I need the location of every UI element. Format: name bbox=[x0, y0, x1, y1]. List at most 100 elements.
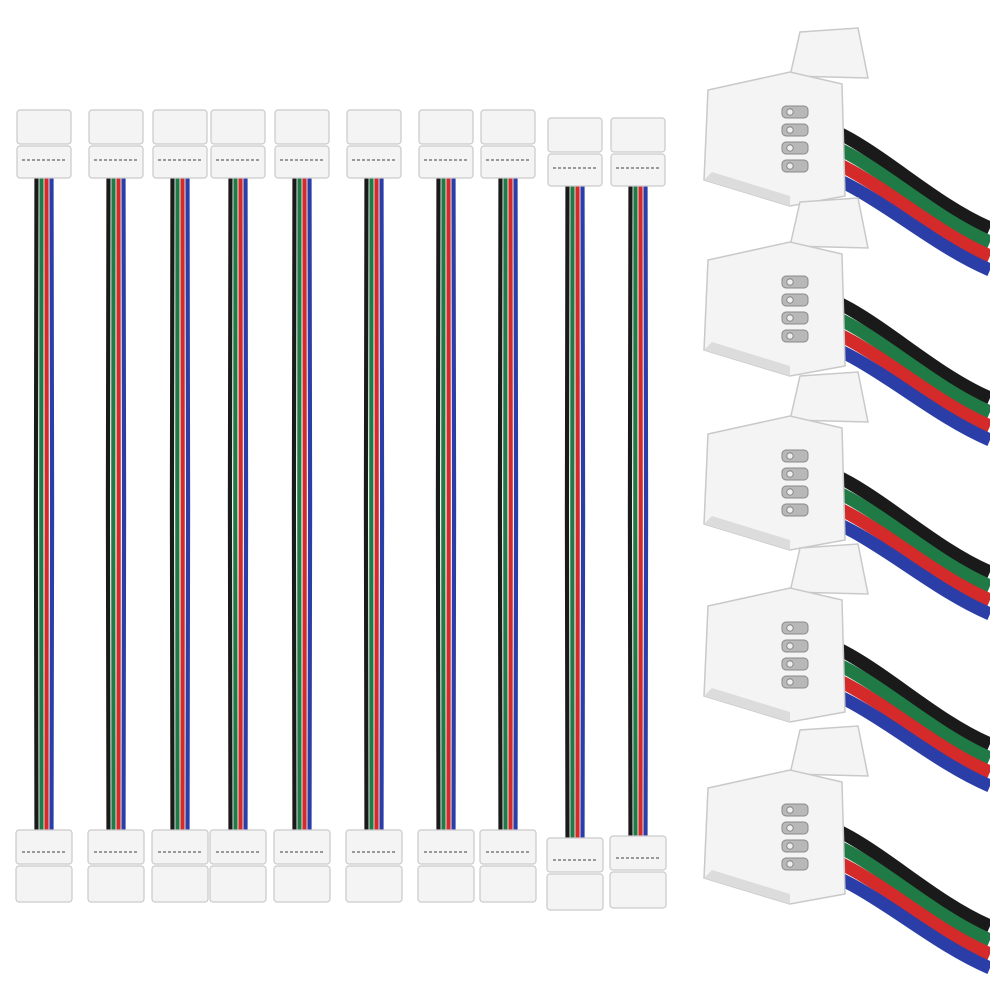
connector-pin bbox=[781, 123, 809, 137]
wire-strand bbox=[435, 177, 441, 833]
pin-contact bbox=[786, 108, 794, 116]
connector-housing bbox=[274, 109, 330, 145]
connector-housing-edge bbox=[704, 516, 790, 550]
connector-housing bbox=[16, 145, 72, 179]
straight-connector-cable bbox=[609, 117, 667, 909]
pin-contact bbox=[786, 488, 794, 496]
connector-pin bbox=[781, 275, 809, 289]
wire-strand bbox=[643, 185, 649, 839]
connector-housing bbox=[274, 145, 330, 179]
connector-housing bbox=[87, 829, 145, 865]
closeup-connector bbox=[703, 197, 990, 446]
connector-housing-edge bbox=[704, 870, 790, 904]
connector-housing bbox=[210, 109, 266, 145]
connector-housing bbox=[479, 829, 537, 865]
connector-housing bbox=[609, 871, 667, 909]
pin-contact bbox=[786, 126, 794, 134]
connector-latch bbox=[789, 543, 869, 595]
connector-pin bbox=[781, 821, 809, 835]
connector-housing bbox=[87, 865, 145, 903]
connector-housing bbox=[546, 873, 604, 911]
straight-connector-cable bbox=[417, 109, 475, 903]
closeup-connector bbox=[703, 725, 990, 974]
closeup-connector-group bbox=[703, 27, 990, 974]
wire-strand bbox=[227, 177, 233, 833]
connector-pin bbox=[781, 105, 809, 119]
connector-housing-edge bbox=[704, 342, 790, 376]
pin-contact bbox=[786, 660, 794, 668]
closeup-connector bbox=[703, 27, 990, 276]
wire-strand bbox=[243, 177, 249, 833]
connector-housing bbox=[210, 145, 266, 179]
connector-latch bbox=[789, 197, 869, 249]
connector-pin bbox=[781, 141, 809, 155]
connector-housing bbox=[610, 117, 666, 153]
connector-housing bbox=[16, 109, 72, 145]
pin-contact bbox=[786, 806, 794, 814]
connector-housing bbox=[152, 145, 208, 179]
connector-pin bbox=[781, 485, 809, 499]
wire-strand bbox=[169, 177, 175, 833]
connector-housing bbox=[273, 865, 331, 903]
connector-housing bbox=[151, 865, 209, 903]
wire-strand bbox=[451, 177, 457, 833]
connector-housing bbox=[479, 865, 537, 903]
connector-housing bbox=[547, 153, 603, 187]
straight-connector-cable bbox=[479, 109, 537, 903]
pin-contact bbox=[786, 824, 794, 832]
wire-strand bbox=[307, 177, 313, 833]
connector-pin bbox=[781, 449, 809, 463]
connector-housing bbox=[609, 835, 667, 871]
wire-strand bbox=[379, 177, 385, 833]
connector-housing bbox=[209, 829, 267, 865]
pin-contact bbox=[786, 642, 794, 650]
connector-housing bbox=[273, 829, 331, 865]
connector-pin bbox=[781, 329, 809, 343]
pin-contact bbox=[786, 296, 794, 304]
connector-pin bbox=[781, 839, 809, 853]
connector-pin bbox=[781, 675, 809, 689]
connector-housing bbox=[546, 837, 604, 873]
wire-strand bbox=[291, 177, 297, 833]
wire-strand bbox=[105, 177, 111, 833]
connector-pin bbox=[781, 857, 809, 871]
connector-housing-edge bbox=[704, 172, 790, 206]
connector-pin bbox=[781, 311, 809, 325]
pin-contact bbox=[786, 162, 794, 170]
wire-strand bbox=[627, 185, 633, 839]
connector-housing bbox=[346, 145, 402, 179]
connector-pin bbox=[781, 657, 809, 671]
straight-connector-group bbox=[15, 109, 667, 911]
pin-contact bbox=[786, 624, 794, 632]
pin-contact bbox=[786, 332, 794, 340]
closeup-connector bbox=[703, 543, 990, 792]
connector-housing bbox=[345, 865, 403, 903]
pin-contact bbox=[786, 506, 794, 514]
connector-housing bbox=[345, 829, 403, 865]
connector-pin bbox=[781, 467, 809, 481]
connector-housing bbox=[417, 829, 475, 865]
connector-housing-edge bbox=[704, 688, 790, 722]
straight-connector-cable bbox=[345, 109, 403, 903]
connector-housing bbox=[480, 145, 536, 179]
connector-pin bbox=[781, 293, 809, 307]
pin-contact bbox=[786, 842, 794, 850]
connector-pin bbox=[781, 159, 809, 173]
wire-strand bbox=[363, 177, 369, 833]
pin-contact bbox=[786, 452, 794, 460]
connector-latch bbox=[789, 27, 869, 79]
pin-contact bbox=[786, 860, 794, 868]
closeup-connector bbox=[703, 371, 990, 620]
straight-connector-cable bbox=[15, 109, 73, 903]
connector-housing bbox=[209, 865, 267, 903]
connector-housing bbox=[418, 109, 474, 145]
pin-contact bbox=[786, 144, 794, 152]
straight-connector-cable bbox=[209, 109, 267, 903]
connector-housing bbox=[152, 109, 208, 145]
wire-strand bbox=[49, 177, 55, 833]
connector-housing bbox=[15, 865, 73, 903]
wire-strand bbox=[121, 177, 127, 833]
connector-housing bbox=[417, 865, 475, 903]
connector-housing bbox=[480, 109, 536, 145]
